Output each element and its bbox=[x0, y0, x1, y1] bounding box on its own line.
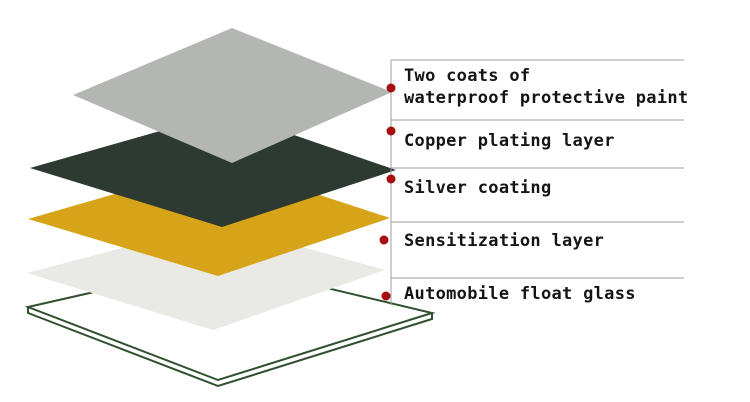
label-float-glass: Automobile float glass bbox=[404, 284, 636, 304]
label-copper-plating: Copper plating layer bbox=[404, 131, 615, 151]
label-silver-coating: Silver coating bbox=[404, 178, 552, 198]
glass-edge-thickness bbox=[27, 307, 433, 388]
waterproof-paint-layer-shape bbox=[73, 28, 392, 163]
marker-dots bbox=[379, 83, 396, 301]
marker-dot-paint bbox=[386, 83, 396, 93]
marker-dot-copper bbox=[386, 126, 396, 136]
marker-dot-silver bbox=[386, 174, 396, 184]
copper-plating-layer-shape bbox=[30, 112, 396, 227]
marker-dot-sensitization bbox=[379, 235, 389, 245]
label-sensitization: Sensitization layer bbox=[404, 231, 605, 251]
label-waterproof-paint: Two coats of waterproof protective paint bbox=[404, 66, 689, 108]
marker-dot-glass bbox=[381, 291, 391, 301]
